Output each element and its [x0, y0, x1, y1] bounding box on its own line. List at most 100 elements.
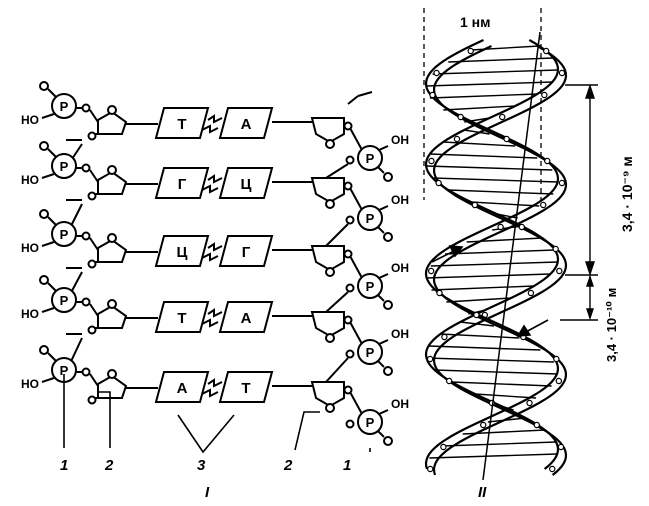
sugar-phosphate-bond [89, 303, 99, 317]
phosphate-left-label: P [60, 363, 69, 378]
base-right-label: Ц [241, 176, 252, 193]
base-pair-rung [451, 381, 552, 387]
base-right-label: А [241, 116, 252, 133]
base-right [218, 301, 274, 333]
strand-arrow-up-head [448, 245, 464, 258]
hydroxyl-right-label: OH [391, 133, 409, 147]
ester-oxygen [81, 163, 91, 173]
hydrogen-bond [207, 174, 223, 184]
backbone-bond-right [325, 223, 349, 247]
backbone-dot [527, 289, 535, 297]
base-left-label: Т [177, 116, 186, 133]
base-right [218, 371, 274, 403]
hydroxyl-bond [378, 205, 389, 211]
hydroxyl-left-label: HO [21, 113, 39, 127]
ester-oxygen [345, 349, 355, 359]
ring-oxygen [107, 105, 117, 115]
oxygen-atom [39, 209, 49, 219]
sugar-phosphate-bond [349, 255, 363, 279]
ring-oxygen [325, 333, 335, 343]
ester-oxygen [343, 315, 353, 325]
ester-oxygen [87, 131, 97, 141]
backbone-dot [558, 179, 566, 187]
ring-oxygen [107, 369, 117, 379]
base-left-label: А [177, 380, 188, 397]
hydrogen-bond [207, 114, 223, 124]
base-right [218, 107, 274, 139]
callout-line-bases [177, 414, 235, 454]
backbone-dot [555, 377, 563, 385]
strand-one-edge [432, 45, 568, 476]
panel-ii-title: II [478, 484, 487, 501]
base-pair-rung [464, 129, 490, 135]
base-pair-rung [446, 297, 512, 303]
ester-oxygen [345, 283, 355, 293]
hydroxyl-bond [378, 273, 389, 279]
hydroxyl-right-label: OH [391, 261, 409, 275]
deoxyribose-left [97, 374, 128, 399]
backbone-dot [427, 465, 434, 473]
backbone-dot [457, 113, 464, 121]
ring-oxygen [107, 299, 117, 309]
base-left-label: Г [178, 176, 187, 193]
deoxyribose-right [310, 245, 345, 272]
oxygen-atom [39, 141, 49, 151]
backbone-dot [558, 69, 566, 77]
backbone-dot [433, 69, 440, 77]
phosphate-right-label: P [366, 345, 375, 360]
callout-label-bases: 3 [197, 457, 206, 474]
backbone-dot [541, 91, 548, 99]
backbone-dot [435, 179, 442, 187]
base-right [218, 235, 274, 267]
phosphate-right-label: P [366, 415, 375, 430]
backbone-dot [503, 135, 510, 143]
hydroxyl-bond [378, 409, 389, 415]
base-pair-rung [426, 165, 553, 171]
backbone-dot [499, 113, 506, 121]
base-pair-rung [443, 141, 516, 147]
hydroxyl-bond [41, 173, 55, 179]
backbone-dot [557, 443, 565, 451]
base-left [154, 167, 210, 199]
backbone-dot [441, 333, 448, 341]
strand-two-edge [432, 45, 568, 476]
deoxyribose-right [310, 117, 345, 144]
base-pair-rung [470, 45, 540, 51]
phosphate-double-bond [377, 294, 385, 302]
oxygen-atom [383, 366, 393, 376]
callout-label-phosphate-right: 1 [343, 457, 351, 474]
sugar-phosphate-bond [89, 169, 99, 183]
phosphate-left-label: P [60, 227, 69, 242]
base-pair-rung [426, 357, 555, 363]
hydrogen-bond [207, 242, 223, 252]
ester-oxygen [81, 367, 91, 377]
base-pair-rung [428, 345, 541, 351]
ester-oxygen [81, 103, 91, 113]
base-pair-rung [426, 81, 553, 87]
backbone-bond-right [325, 163, 349, 179]
backbone-dot [467, 47, 474, 55]
deoxyribose-right [310, 177, 345, 204]
ester-oxygen [87, 259, 97, 269]
ester-oxygen [343, 181, 353, 191]
dna-double-helix-panel: 1 нм 3,4 · 10⁻⁹ м 3,4 · 10⁻¹⁰ м II [423, 8, 635, 501]
base-pair-rung [474, 393, 537, 399]
callout-label-phosphate-left: 1 [60, 457, 68, 474]
sugar-phosphate-bond [349, 187, 363, 211]
step-arrow-down [586, 308, 594, 321]
callout-label-sugar-left: 2 [104, 457, 114, 474]
ring-oxygen [325, 403, 335, 413]
phosphate-right-label: P [366, 279, 375, 294]
oxygen-atom [39, 275, 49, 285]
panel-i-title: I [205, 484, 210, 501]
phosphate-double-bond [47, 88, 57, 98]
backbone-dot [473, 311, 480, 319]
hydroxyl-right-label: OH [391, 193, 409, 207]
strand-arrow-down-head [516, 324, 532, 337]
terminal-bond [357, 91, 373, 97]
pitch-label: 3,4 · 10⁻⁹ м [619, 156, 635, 232]
phosphate-left-label: P [60, 293, 69, 308]
backbone-dot [552, 245, 559, 253]
hydroxyl-bond [41, 307, 55, 313]
